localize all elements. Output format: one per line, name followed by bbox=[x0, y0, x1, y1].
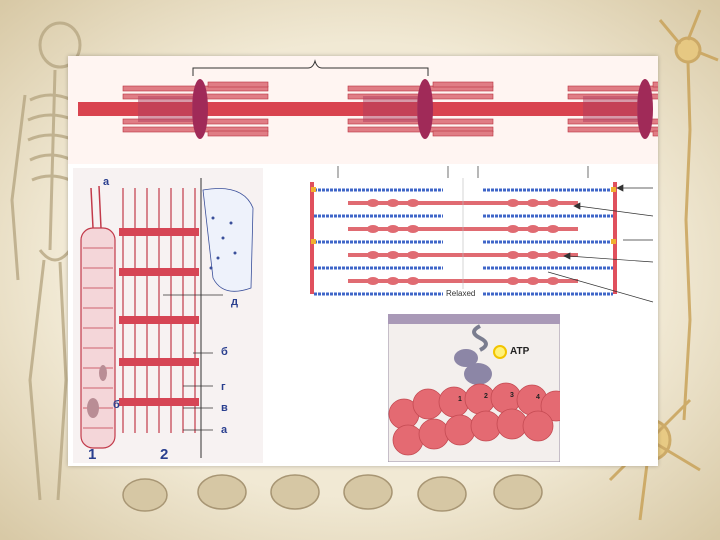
actin-number-4: 4 bbox=[536, 394, 540, 401]
label-a-bottom: а bbox=[221, 424, 228, 436]
slide-card: а б д б г в а 1 2 bbox=[68, 56, 658, 466]
myosin-head-lower bbox=[464, 363, 492, 385]
figure-number-2: 2 bbox=[160, 446, 169, 463]
muscle-fiber-cylinder bbox=[80, 227, 116, 449]
label-b-right: б bbox=[221, 346, 228, 358]
actin-number-1: 1 bbox=[458, 396, 462, 403]
relaxed-label: Relaxed bbox=[446, 289, 476, 298]
atp-icon bbox=[493, 345, 507, 359]
label-v: в bbox=[221, 402, 228, 414]
actin-number-3: 3 bbox=[510, 392, 514, 399]
z-disc-right bbox=[613, 182, 617, 294]
figure-number-1: 1 bbox=[88, 446, 97, 463]
skeleton-illustration bbox=[10, 21, 82, 501]
myofibril-strip-diagram bbox=[68, 56, 658, 164]
muscle-fiber-diagram bbox=[73, 168, 263, 463]
label-d: д bbox=[231, 296, 238, 308]
atp-label: ATP bbox=[510, 346, 530, 357]
sarcomere-unit bbox=[122, 79, 269, 139]
label-a-top: а bbox=[103, 176, 110, 188]
sarcomere-filaments-diagram bbox=[310, 166, 654, 303]
sarcomere-brace bbox=[192, 59, 429, 76]
m-disc bbox=[192, 79, 208, 139]
myosin-actin-diagram bbox=[388, 314, 560, 462]
sarcoplasmic-reticulum bbox=[202, 188, 254, 292]
myosin-head-upper bbox=[454, 349, 478, 367]
label-g: г bbox=[221, 381, 226, 393]
actin-number-2: 2 bbox=[484, 393, 488, 400]
z-disc-left bbox=[310, 182, 314, 294]
label-b-left: б bbox=[113, 399, 120, 411]
skull-row-illustration bbox=[122, 474, 543, 512]
nucleus-icon bbox=[87, 398, 99, 418]
myosin-tail bbox=[472, 324, 488, 352]
